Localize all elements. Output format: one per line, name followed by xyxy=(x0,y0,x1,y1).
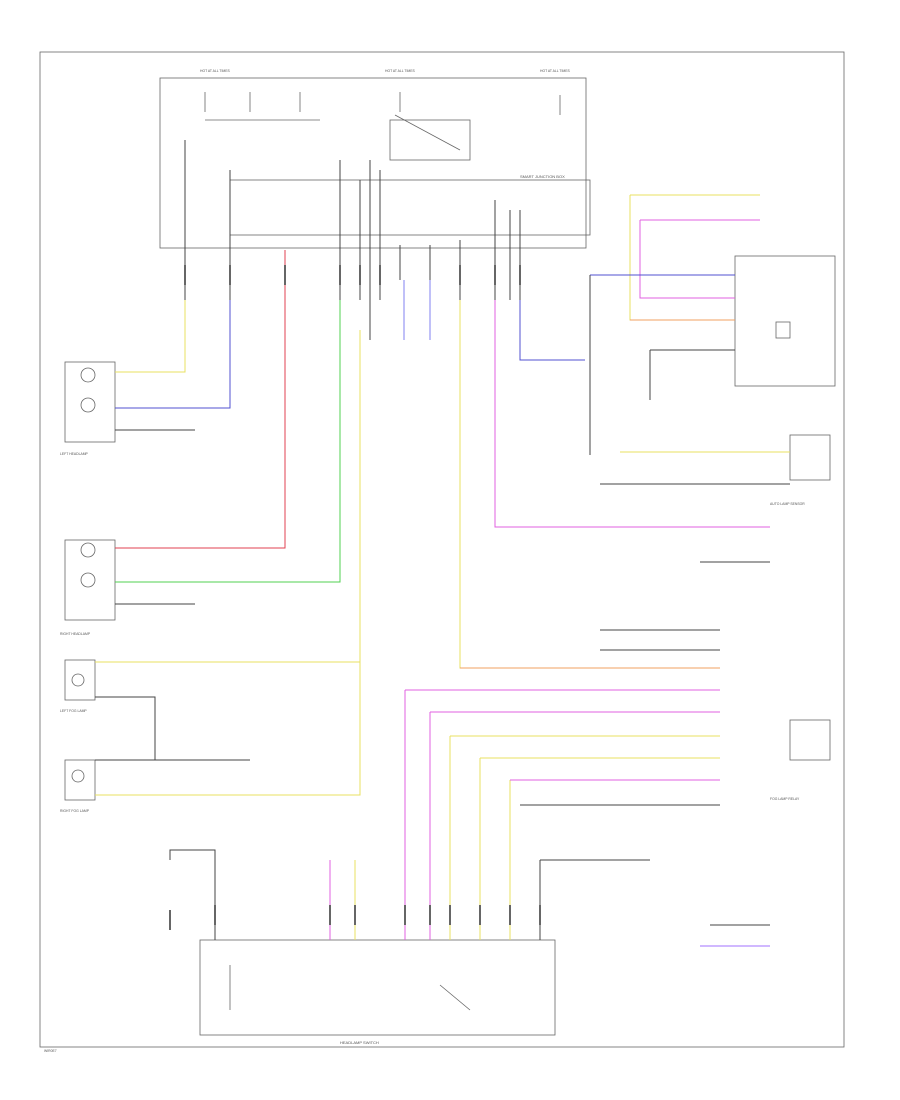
footer-code: WIR0E7 xyxy=(44,1049,57,1053)
junction-box-label: SMART JUNCTION BOX xyxy=(520,174,565,179)
left-fog-lamp-label: LEFT FOG LAMP xyxy=(60,709,87,713)
right-fog-lamp xyxy=(64,759,96,801)
left-headlamp xyxy=(64,361,116,443)
auto-lamp-module xyxy=(734,255,836,387)
left-headlamp-label: LEFT HEADLAMP xyxy=(60,452,89,456)
wires xyxy=(95,140,790,947)
page-frame xyxy=(39,51,845,1048)
smart-junction-box xyxy=(159,77,587,249)
fuse-label-3: HOT AT ALL TIMES xyxy=(540,69,571,73)
headlamp-switch-label: HEADLAMP SWITCH xyxy=(340,1040,379,1045)
right-headlamp xyxy=(64,539,116,621)
fuse-label-2: HOT AT ALL TIMES xyxy=(385,69,416,73)
right-headlamp-label: RIGHT HEADLAMP xyxy=(60,632,91,636)
right-fog-lamp-label: RIGHT FOG LAMP xyxy=(60,809,90,813)
fuse-label-1: HOT AT ALL TIMES xyxy=(200,69,231,73)
junction-inner-module xyxy=(229,179,591,236)
left-fog-lamp xyxy=(64,659,96,701)
module-component xyxy=(775,321,791,339)
fuse-symbols xyxy=(204,92,561,161)
auto-lamp-sensor xyxy=(789,434,831,481)
headlamp-switch xyxy=(199,939,556,1036)
fog-lamp-relay-label: FOG LAMP RELAY xyxy=(770,797,800,801)
auto-lamp-sensor-label: AUTO LAMP SENSOR xyxy=(770,502,805,506)
fog-lamp-relay xyxy=(789,719,831,761)
connector-ticks xyxy=(169,265,541,930)
switch-contact-2 xyxy=(439,984,471,1011)
